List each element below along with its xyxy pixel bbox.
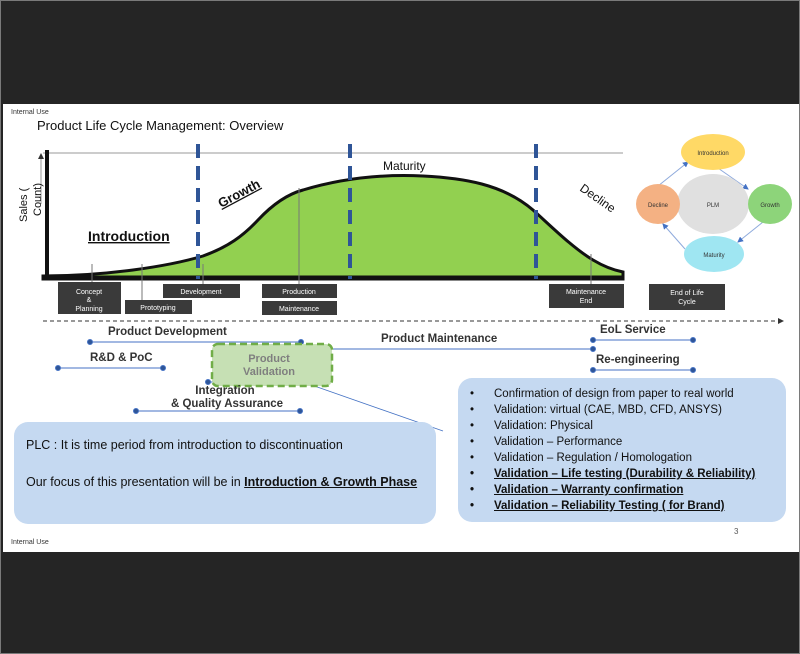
svg-text:&: &	[87, 297, 92, 304]
slide: Internal Use Product Life Cycle Manageme…	[3, 104, 799, 552]
milestone-prototyping: Prototyping	[125, 300, 192, 314]
label-product-validation-2: Validation	[243, 366, 295, 378]
cycle-decline	[636, 184, 680, 224]
phase-maturity: Maturity	[383, 159, 426, 173]
svg-text:Decline: Decline	[648, 203, 669, 209]
label-re-engineering: Re-engineering	[596, 354, 680, 366]
svg-text:Prototyping: Prototyping	[140, 305, 176, 312]
validation-item: Validation: Physical	[458, 418, 755, 434]
plc-focus-text: Our focus of this presentation will be i…	[26, 474, 426, 491]
svg-text:Concept: Concept	[76, 289, 102, 296]
y-axis-label-line2: Count)	[32, 183, 44, 216]
svg-text:Growth: Growth	[760, 203, 779, 209]
plc-diagram: Sales ( Count) Introduction Growth Matur…	[18, 134, 792, 432]
plc-definition-box: PLC : It is time period from introductio…	[14, 422, 436, 524]
plm-center	[677, 174, 749, 234]
validation-item: Validation – Reliability Testing ( for B…	[458, 498, 755, 514]
phase-introduction: Introduction	[88, 228, 170, 244]
milestone-end-of-life-cycle: End of Life Cycle	[649, 284, 725, 310]
milestone-development: Development	[163, 284, 240, 298]
svg-text:Maintenance: Maintenance	[279, 306, 319, 313]
svg-text:Maintenance: Maintenance	[566, 289, 606, 296]
y-axis-label-line1: Sales (	[18, 187, 30, 222]
plc-focus-bold: Introduction & Growth Phase	[244, 475, 418, 489]
milestone-concept-planning: Concept & Planning	[58, 282, 121, 314]
svg-text:Introduction: Introduction	[697, 151, 728, 157]
label-integration-1: Integration	[195, 385, 254, 397]
validation-item: Validation – Warranty confirmation	[458, 482, 755, 498]
cycle-growth	[748, 184, 792, 224]
label-eol-service: EoL Service	[600, 324, 666, 336]
milestone-maintenance: Maintenance	[262, 301, 337, 315]
phase-decline: Decline	[577, 181, 618, 216]
validation-item: Validation – Regulation / Homologation	[458, 450, 755, 466]
slide-number: 3	[734, 527, 739, 536]
phase-growth: Growth	[215, 176, 262, 211]
plc-focus-prefix: Our focus of this presentation will be i…	[26, 475, 245, 489]
svg-text:End: End	[580, 298, 593, 305]
svg-text:Development: Development	[180, 289, 221, 296]
label-integration-2: & Quality Assurance	[171, 398, 283, 410]
sales-curve-area	[41, 174, 625, 281]
label-product-maintenance: Product Maintenance	[381, 333, 497, 345]
validation-item: Validation: virtual (CAE, MBD, CFD, ANSY…	[458, 402, 755, 418]
svg-text:Production: Production	[282, 289, 316, 296]
plm-cycle-diagram: PLM Introduction Growth Maturity Decline	[636, 134, 792, 272]
footer-label: Internal Use	[11, 539, 49, 546]
label-product-development: Product Development	[108, 326, 227, 338]
milestone-maintenance-end: Maintenance End	[549, 284, 624, 308]
label-rd-poc: R&D & PoC	[90, 352, 153, 364]
cycle-maturity	[684, 236, 744, 272]
cycle-introduction	[681, 134, 745, 170]
validation-item: Validation – Performance	[458, 434, 755, 450]
validation-item: Validation – Life testing (Durability & …	[458, 466, 755, 482]
milestone-production: Production	[262, 284, 337, 298]
svg-text:Cycle: Cycle	[678, 299, 696, 306]
label-product-validation-1: Product	[248, 353, 290, 365]
svg-text:End of Life: End of Life	[670, 290, 704, 297]
svg-text:PLM: PLM	[707, 203, 719, 209]
plc-definition-text: PLC : It is time period from introductio…	[26, 438, 343, 452]
validation-list-box: Confirmation of design from paper to rea…	[458, 378, 786, 522]
product-validation-box	[210, 342, 334, 388]
header-label: Internal Use	[11, 109, 49, 116]
slide-title: Product Life Cycle Management: Overview	[37, 118, 284, 133]
validation-item: Confirmation of design from paper to rea…	[458, 386, 755, 402]
svg-text:Maturity: Maturity	[703, 253, 724, 259]
validation-list: Confirmation of design from paper to rea…	[458, 386, 755, 514]
svg-text:Planning: Planning	[75, 306, 102, 313]
